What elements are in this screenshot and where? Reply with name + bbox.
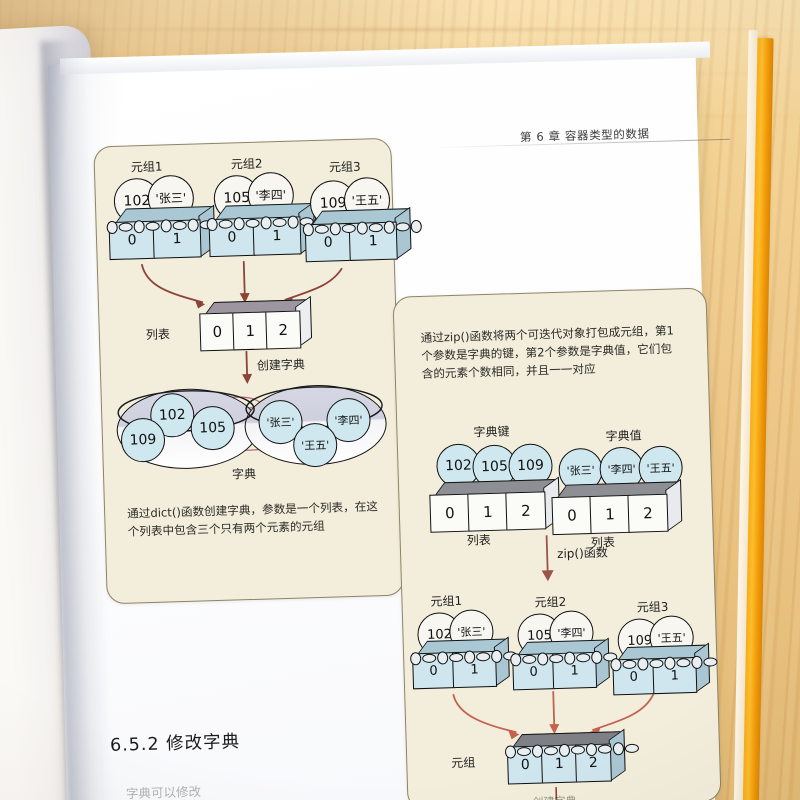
bottom-arrow-label: 创建字典	[532, 793, 576, 800]
body-text: 字典可以修改	[125, 783, 202, 800]
zip-arrows	[452, 535, 655, 800]
zip-tuple1-title: 元组1	[430, 593, 463, 609]
zip-tuple3-title: 元组3	[636, 599, 669, 615]
zip-function-arrow-label: zip()函数	[556, 545, 608, 561]
diagram-panel-dict: 元组1 102 '张三' 0 1 元组2 105 '李四' 0 1	[93, 137, 422, 605]
dict-label: 字典	[231, 466, 257, 482]
section-heading: 6.5.2 修改字典	[109, 732, 241, 756]
diagram-panel-zip: 通过zip()函数将两个可迭代对象打包成元组，第1个参数是字典的键，第2个参数是…	[392, 287, 722, 800]
result-tuple-label: 元组	[451, 755, 476, 771]
dict-panel-caption: 通过dict()函数创建字典，参数是一个列表，在这个列表中包含三个只有两个元素的…	[126, 499, 379, 539]
zip-tuple2-title: 元组2	[534, 594, 567, 610]
